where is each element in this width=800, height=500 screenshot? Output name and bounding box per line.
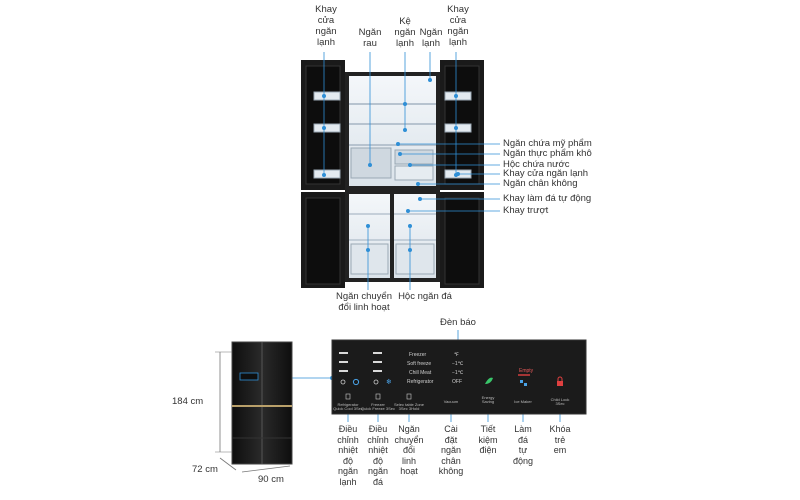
panel-mode-refrigerator: Refrigerator	[407, 379, 434, 385]
panel-button-freezer-sub: Quick Freeze 3Sec	[361, 406, 395, 411]
panel-status-empty: Empty	[519, 368, 534, 374]
panel-value-2: −1℃	[452, 370, 464, 376]
control-panel: ❄	[331, 339, 587, 415]
dimension-depth: 72 cm	[192, 464, 218, 475]
label-door-tray: Khay cửa ngăn lạnh	[503, 168, 589, 179]
panel-value-3: OFF	[452, 379, 462, 385]
panel-button-ice-maker: Ice Maker	[514, 399, 532, 404]
label-cosmetics: Ngăn chứa mỹ phẩm	[503, 138, 592, 149]
panel-button-child-lock: Child Lock	[551, 397, 570, 402]
open-fridge	[301, 60, 484, 288]
panel-button-energy: Energy	[482, 395, 495, 400]
label-sliding-tray: Khay trượt	[503, 205, 549, 216]
label-indicator: Đèn báo	[440, 317, 476, 328]
dimension-width: 90 cm	[258, 474, 284, 485]
label-ice-bin: Hộc ngăn đá	[398, 291, 452, 302]
svg-text:❄: ❄	[386, 378, 392, 386]
panel-button-selectable-zone: Selec table Zone	[394, 402, 425, 407]
label-dry-food: Ngăn thực phẩm khô	[503, 148, 592, 159]
panel-button-labels: Refrigerator Quick Cool 3Sec Freezer Qui…	[333, 395, 569, 411]
label-ice-maker: Khay làm đá tự động	[503, 193, 592, 204]
panel-button-child-lock-sub: 3Sec	[555, 401, 564, 406]
panel-mode-chill-meat: Chill Meat	[409, 370, 432, 376]
panel-value-0: ℉	[454, 352, 459, 358]
panel-button-refrigerator-sub: Quick Cool 3Sec	[333, 406, 363, 411]
panel-mode-freezer: Freezer	[409, 352, 427, 358]
panel-button-refrigerator: Refrigerator	[337, 402, 359, 407]
label-vacuum-drawer: Ngăn chân không	[503, 178, 578, 189]
closed-fridge	[215, 341, 293, 473]
pointer-lines	[262, 52, 572, 422]
panel-button-freezer: Freezer	[371, 402, 385, 407]
label-water-tank: Hộc chứa nước	[503, 159, 570, 170]
panel-value-1: −1℃	[452, 361, 464, 367]
panel-mode-soft-freeze: Soft freeze	[407, 361, 431, 367]
panel-button-energy-sub: Saving	[482, 399, 494, 404]
panel-button-vacuum: Vacuum	[444, 399, 459, 404]
panel-button-selectable-zone-sub: 3Sec 3Hold	[399, 406, 420, 411]
panel-mode-list: Freezer Soft freeze Chill Meat Refrigera…	[407, 352, 534, 385]
dimension-height: 184 cm	[172, 396, 204, 407]
